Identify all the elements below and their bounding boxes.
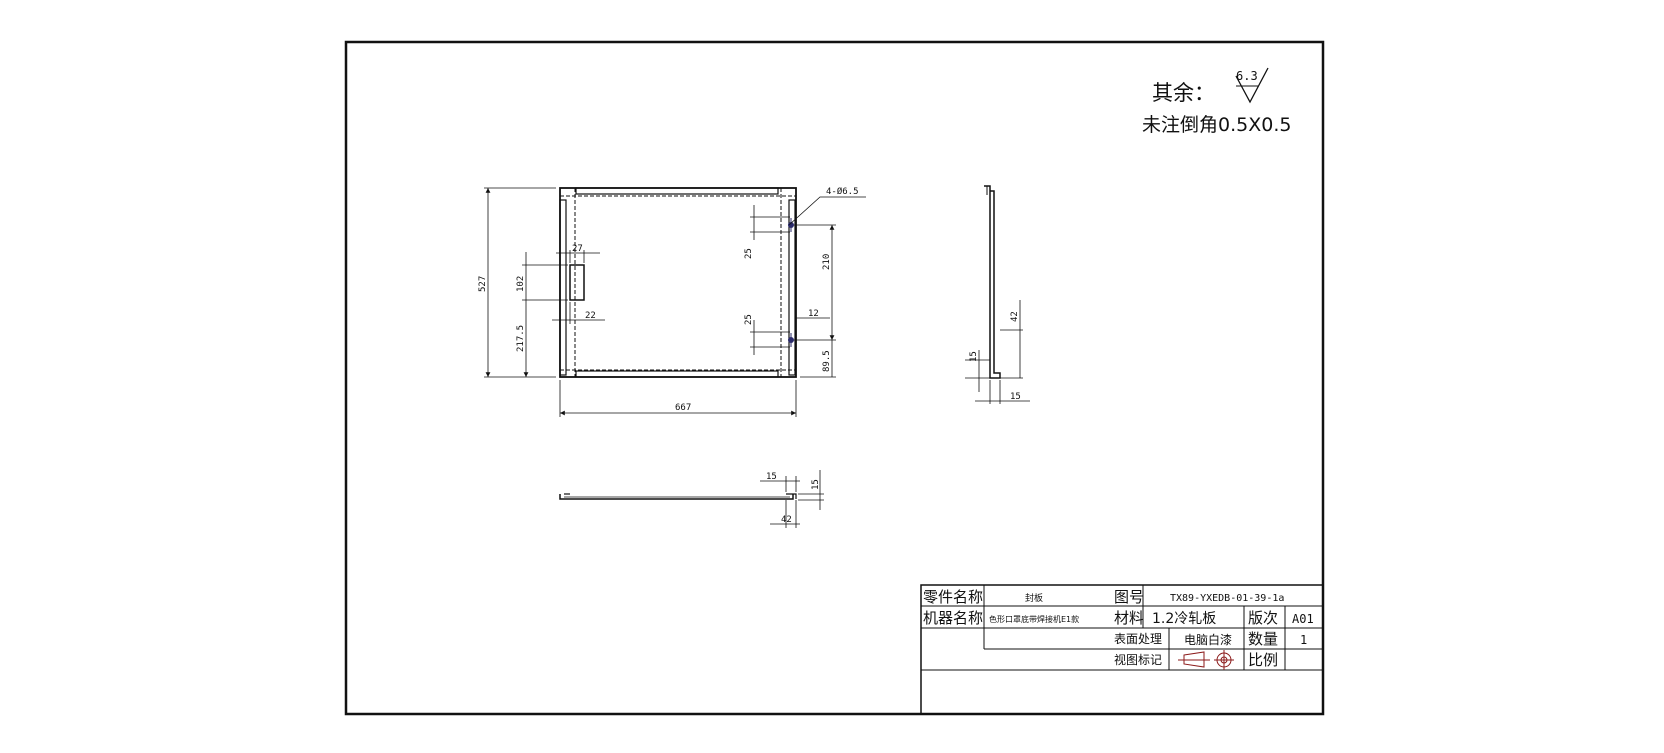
roughness-symbol: 6.3 xyxy=(1235,67,1269,104)
dim-bottom-offset: 89.5 xyxy=(822,350,832,372)
dim-slot-bottom: 217.5 xyxy=(516,325,526,352)
side-view-dimensions xyxy=(965,300,1030,404)
machine-name-value: 色形口罩底带焊接机E1款 xyxy=(989,614,1079,624)
dim-side-base: 15 xyxy=(1010,392,1021,402)
dim-bottom-flange-h: 15 xyxy=(811,479,821,490)
remaining-roughness-label: 其余： xyxy=(1152,81,1215,105)
dim-side-height: 42 xyxy=(1010,311,1020,322)
dim-hole-edge: 12 xyxy=(808,309,819,319)
part-name-value: 封板 xyxy=(1025,592,1043,604)
projection-symbol-icon xyxy=(1178,650,1234,670)
machine-name-label: 机器名称 xyxy=(923,609,983,627)
title-block-text: 零件名称 封板 图号 TX89-YXEDB-01-39-1a 机器名称 色形口罩… xyxy=(923,588,1314,669)
drawing-no-label: 图号 xyxy=(1114,588,1144,606)
surface-value: 电脑白漆 xyxy=(1184,632,1232,647)
dim-holes: 4-Ø6.5 xyxy=(826,186,859,197)
view-mark-label: 视图标记 xyxy=(1114,652,1162,667)
side-view xyxy=(984,185,1001,379)
slot-cutout xyxy=(569,264,585,301)
dim-slot-edge: 22 xyxy=(585,311,596,321)
bottom-view-dimensions xyxy=(760,470,824,528)
front-view-dimensions xyxy=(484,187,866,417)
dim-slot-width: 27 xyxy=(572,244,583,254)
quantity-label: 数量 xyxy=(1248,630,1278,648)
scale-label: 比例 xyxy=(1248,651,1278,669)
title-block xyxy=(920,584,1324,715)
dim-bottom-depth: 42 xyxy=(781,515,792,525)
drawing-no-value: TX89-YXEDB-01-39-1a xyxy=(1170,593,1284,604)
surface-label: 表面处理 xyxy=(1114,632,1162,646)
roughness-value: 6.3 xyxy=(1236,69,1258,83)
dim-bottom-flange-w: 15 xyxy=(766,472,777,482)
dim-overall-width: 667 xyxy=(675,403,691,413)
drawing-frame xyxy=(344,40,1325,716)
revision-label: 版次 xyxy=(1248,609,1278,627)
material-label: 材料 xyxy=(1114,609,1144,627)
dim-overall-height: 527 xyxy=(478,276,488,292)
chamfer-note: 未注倒角0.5X0.5 xyxy=(1142,114,1291,136)
dim-side-flange: 15 xyxy=(969,351,979,362)
front-view-dim-text: 527 102 217.5 27 22 667 210 89.5 25 25 1… xyxy=(478,186,859,413)
front-view xyxy=(559,187,797,378)
dim-hole-offset-bottom: 25 xyxy=(744,314,754,325)
material-value: 1.2冷轧板 xyxy=(1152,611,1216,627)
part-name-label: 零件名称 xyxy=(923,588,983,606)
revision-value: A01 xyxy=(1292,612,1314,626)
dim-hole-spacing: 210 xyxy=(822,254,832,270)
dim-hole-offset-top: 25 xyxy=(744,248,754,259)
quantity-value: 1 xyxy=(1300,633,1307,647)
dim-slot-height: 102 xyxy=(516,276,526,292)
bottom-view xyxy=(559,493,797,500)
